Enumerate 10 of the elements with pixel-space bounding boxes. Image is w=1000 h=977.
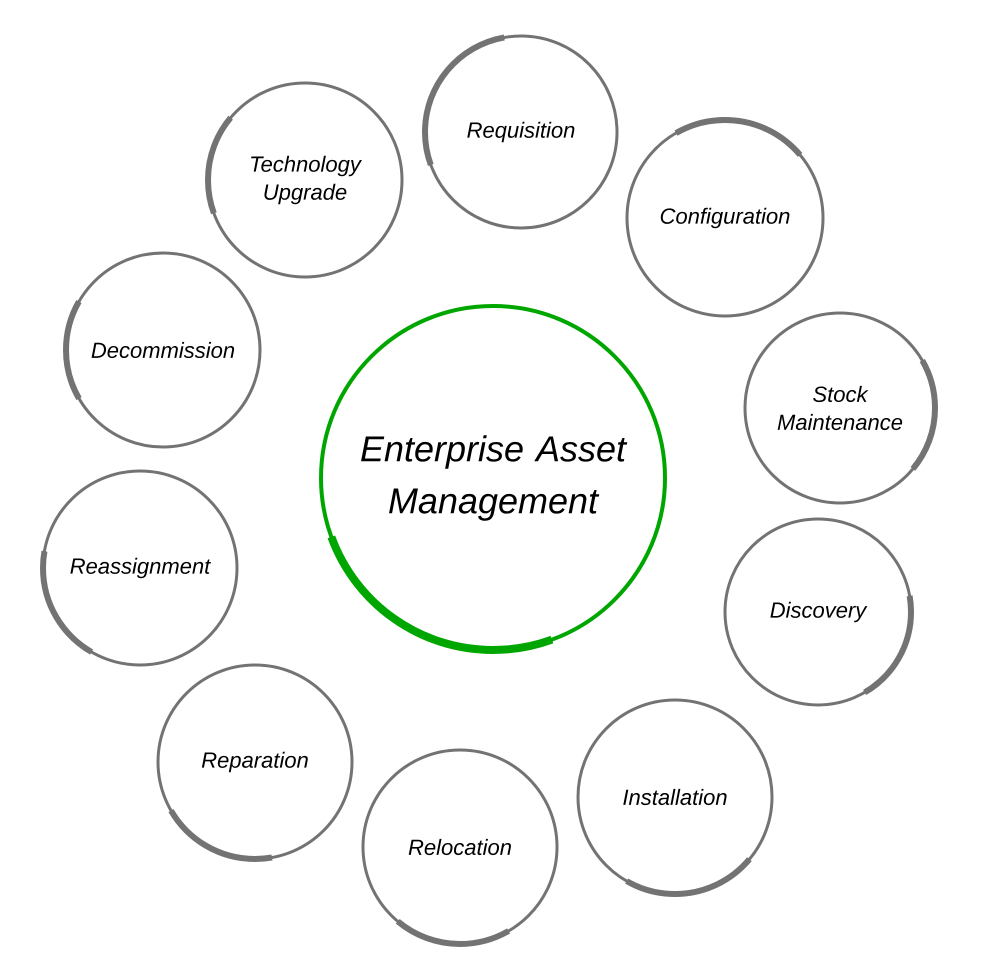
circle-node: Reassignment — [40, 468, 240, 668]
circle-node: Stock Maintenance — [742, 310, 938, 506]
circle-node: Configuration — [624, 116, 826, 319]
circle-node: Relocation — [360, 746, 560, 947]
circle-node: Discovery — [722, 516, 914, 708]
circle-node: Installation — [575, 696, 775, 897]
circle-node: Technology Upgrade — [205, 80, 405, 280]
circle-node: Requisition — [422, 32, 620, 231]
circle-node: Reparation — [155, 662, 355, 862]
circle-node: Decommission — [63, 250, 263, 450]
